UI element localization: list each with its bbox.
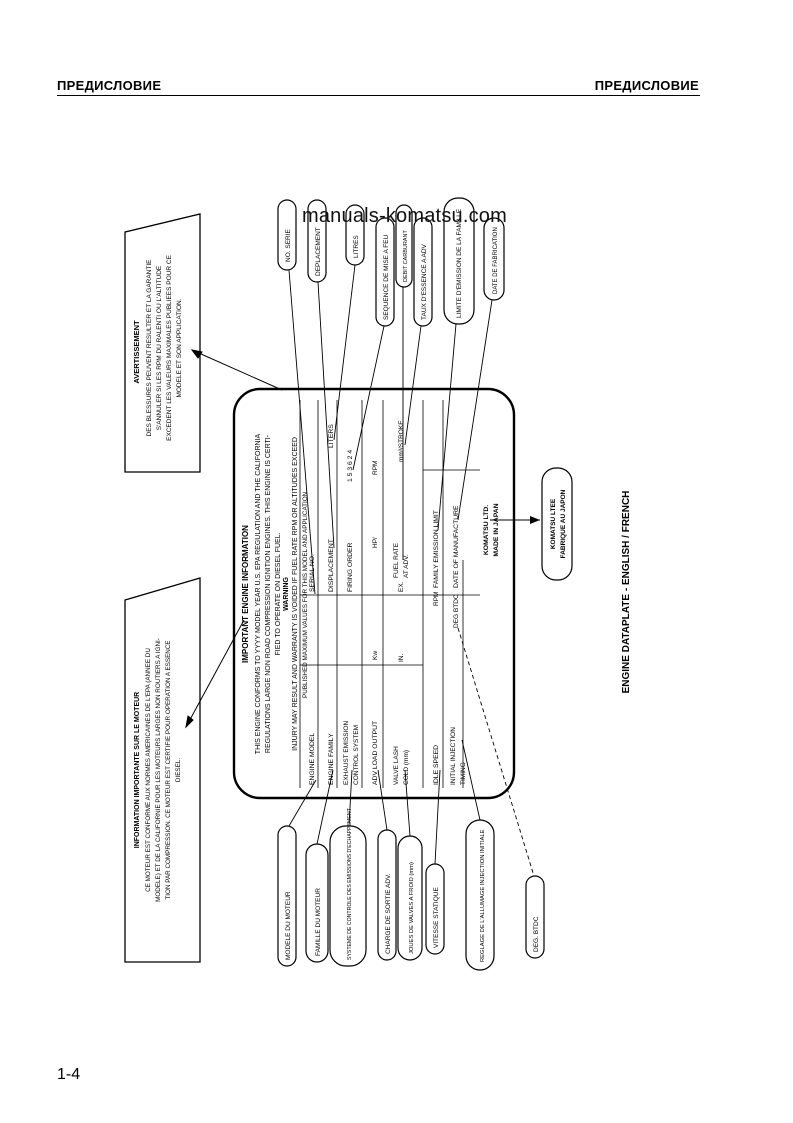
callout-bottom-8: DEG. BTDC bbox=[533, 916, 540, 952]
field-engine-model: ENGINE MODEL bbox=[309, 733, 316, 785]
field-cold-mm: COLD (mm) bbox=[403, 750, 410, 785]
field-stroke: mm³/STROKE bbox=[398, 420, 405, 462]
field-deg-btdc: DEG BTDC bbox=[453, 594, 460, 628]
header-left: ПРЕДИСЛОВИЕ bbox=[57, 78, 162, 93]
field-ex: EX. bbox=[398, 581, 405, 592]
field-liters: LITERS bbox=[328, 424, 335, 448]
field-rpm2: RPM bbox=[433, 592, 440, 606]
field-at-adv: AT ADV. bbox=[403, 554, 410, 578]
callout-bottom-7: REGLAGE DE L'ALLUMAGE INJECTION INITIALE bbox=[480, 829, 486, 962]
field-firing-values: 1 5 3 6 2 4 bbox=[347, 450, 354, 482]
avertissement-line-3: EXCEDENT LES VALEURS MAXIMALES PUBLIEES … bbox=[166, 254, 173, 440]
information-line-4: DIESEL. bbox=[175, 758, 182, 782]
field-timing: TIMING bbox=[460, 762, 467, 785]
field-initial-injection: INITIAL INJECTION bbox=[450, 727, 457, 785]
field-date-of-manufacture: DATE OF MANUFACTURE bbox=[453, 505, 460, 588]
figure-caption: ENGINE DATAPLATE - ENGLISH / FRENCH bbox=[621, 491, 632, 694]
avertissement-line-2: S'ANNULER SI LES RPM DU RALENTI OU L'ALT… bbox=[156, 265, 163, 430]
callout-bottom-5: JOUES DE VALVES A FROID (mm) bbox=[409, 862, 415, 954]
information-box: INFORMATION IMPORTANTE SUR LE MOTEUR CE … bbox=[124, 577, 201, 963]
field-exhaust-emission: EXHAUST EMISSION bbox=[343, 721, 350, 785]
watermark: manuals-komatsu.com bbox=[302, 205, 507, 227]
avertissement-title: AVERTISSEMENT bbox=[132, 320, 141, 384]
field-komatsu: KOMATSU LTD. bbox=[483, 505, 490, 555]
plate-title: IMPORTANT ENGINE INFORMATION bbox=[241, 525, 250, 663]
callout-top-2: DEPLACEMENT bbox=[315, 227, 322, 276]
field-valve-lash: VALVE LASH bbox=[393, 746, 400, 785]
komatsu-callout: KOMATSU LTEE FABRIQUE AU JAPON bbox=[490, 467, 573, 581]
information-line-3: TION PAR COMPRESSION. CE MOTEUR EST CERT… bbox=[165, 640, 172, 899]
information-title: INFORMATION IMPORTANTE SUR LE MOTEUR bbox=[134, 692, 141, 848]
plate-intro-2: REGULATIONS LARGE NON ROAD COMPRESSION I… bbox=[265, 434, 272, 753]
header-rule bbox=[57, 95, 700, 96]
field-kw: Kw bbox=[372, 651, 379, 660]
callout-top-1: NO. SERIE bbox=[285, 228, 292, 262]
field-made-in-japan: MADE IN JAPAN bbox=[493, 503, 500, 556]
callout-top-6: TAUX D'ESSENCE A ADV bbox=[421, 243, 428, 320]
header-right: ПРЕДИСЛОВИЕ bbox=[594, 78, 699, 93]
callout-top-4: SEQUENCE DE MISE A FEU bbox=[383, 234, 390, 320]
field-family-emission-limit: FAMILY EMISSION LIMIT bbox=[433, 510, 440, 588]
plate-intro-3: FIED TO OPERATE ON DIESEL FUEL. bbox=[275, 532, 282, 655]
dataplate: IMPORTANT ENGINE INFORMATION THIS ENGINE… bbox=[232, 387, 516, 800]
callout-top-5: DEBIT CARBURANT bbox=[403, 230, 409, 282]
leaders-top bbox=[288, 264, 493, 595]
field-in: IN. bbox=[398, 654, 405, 663]
avertissement-line-1: DES BLESSURES PEUVENT RESULTER ET LA GAR… bbox=[146, 259, 153, 437]
callout-bottom-3: SYSTEME DE CONTROLE DES EMISSIONS D'ECHA… bbox=[347, 807, 353, 960]
leaders-bottom bbox=[288, 627, 535, 877]
information-line-1: CE MOTEUR EST CONFORME AUX NORMES AMERIC… bbox=[145, 648, 152, 892]
callouts-top: NO. SERIE DEPLACEMENT LITRES SEQUENCE DE… bbox=[277, 197, 505, 327]
field-firing-order: FIRING ORDER bbox=[347, 542, 354, 592]
field-displacement: DISPLACEMENT bbox=[328, 539, 335, 592]
komatsu-callout-2: FABRIQUE AU JAPON bbox=[560, 489, 567, 558]
plate-warning-title: WARNING bbox=[283, 577, 290, 611]
callout-top-3: LITRES bbox=[353, 235, 360, 258]
callout-top-8: DATE DE FABRICATION bbox=[493, 227, 499, 294]
field-rpm: RPM bbox=[372, 461, 379, 475]
field-control-system: CONTROL SYSTEM bbox=[353, 725, 360, 785]
callout-bottom-1: MODELE DU MOTEUR bbox=[285, 891, 292, 960]
callout-bottom-4: CHARGE DE SORTIE ADV. bbox=[385, 873, 392, 954]
field-hp: HP/ bbox=[372, 537, 379, 548]
callouts-bottom: MODELE DU MOTEUR FAMILLE DU MOTEUR SYSTE… bbox=[277, 807, 545, 971]
callout-bottom-6: VITESSE STATIQUE bbox=[433, 887, 440, 948]
plate-intro-1: THIS ENGINE CONFORMS TO YYYY MODEL YEAR … bbox=[255, 433, 262, 754]
callout-bottom-2: FAMILLE DU MOTEUR bbox=[315, 888, 322, 956]
field-fuel-rate: FUEL RATE bbox=[393, 542, 400, 578]
page-number: 1-4 bbox=[57, 1066, 81, 1083]
field-serial-no: SERIAL NO. bbox=[309, 554, 316, 592]
avertissement-box: AVERTISSEMENT DES BLESSURES PEUVENT RESU… bbox=[124, 213, 201, 473]
field-idle-speed: IDLE SPEED bbox=[433, 745, 440, 785]
plate-warning-1: INJURY MAY RESULT AND WARRANTY IS VOIDED… bbox=[292, 437, 299, 751]
plate-warning-2: PUBLISHED MAXIMUM VALUES FOR THIS MODEL … bbox=[302, 490, 309, 698]
callout-top-7: LIMITE D'EMISSION DE LA FAMILLE bbox=[456, 208, 463, 318]
avertissement-line-4: MODELE ET SON APPLICATION. bbox=[176, 298, 183, 397]
information-line-2: MODELE) ET DE LA CALIFORNIE POUR LES MOT… bbox=[155, 638, 162, 902]
field-engine-family: ENGINE FAMILY bbox=[328, 733, 335, 785]
field-adv-load-output: ADV LOAD OUTPUT bbox=[372, 721, 379, 785]
komatsu-callout-1: KOMATSU LTEE bbox=[550, 498, 557, 549]
